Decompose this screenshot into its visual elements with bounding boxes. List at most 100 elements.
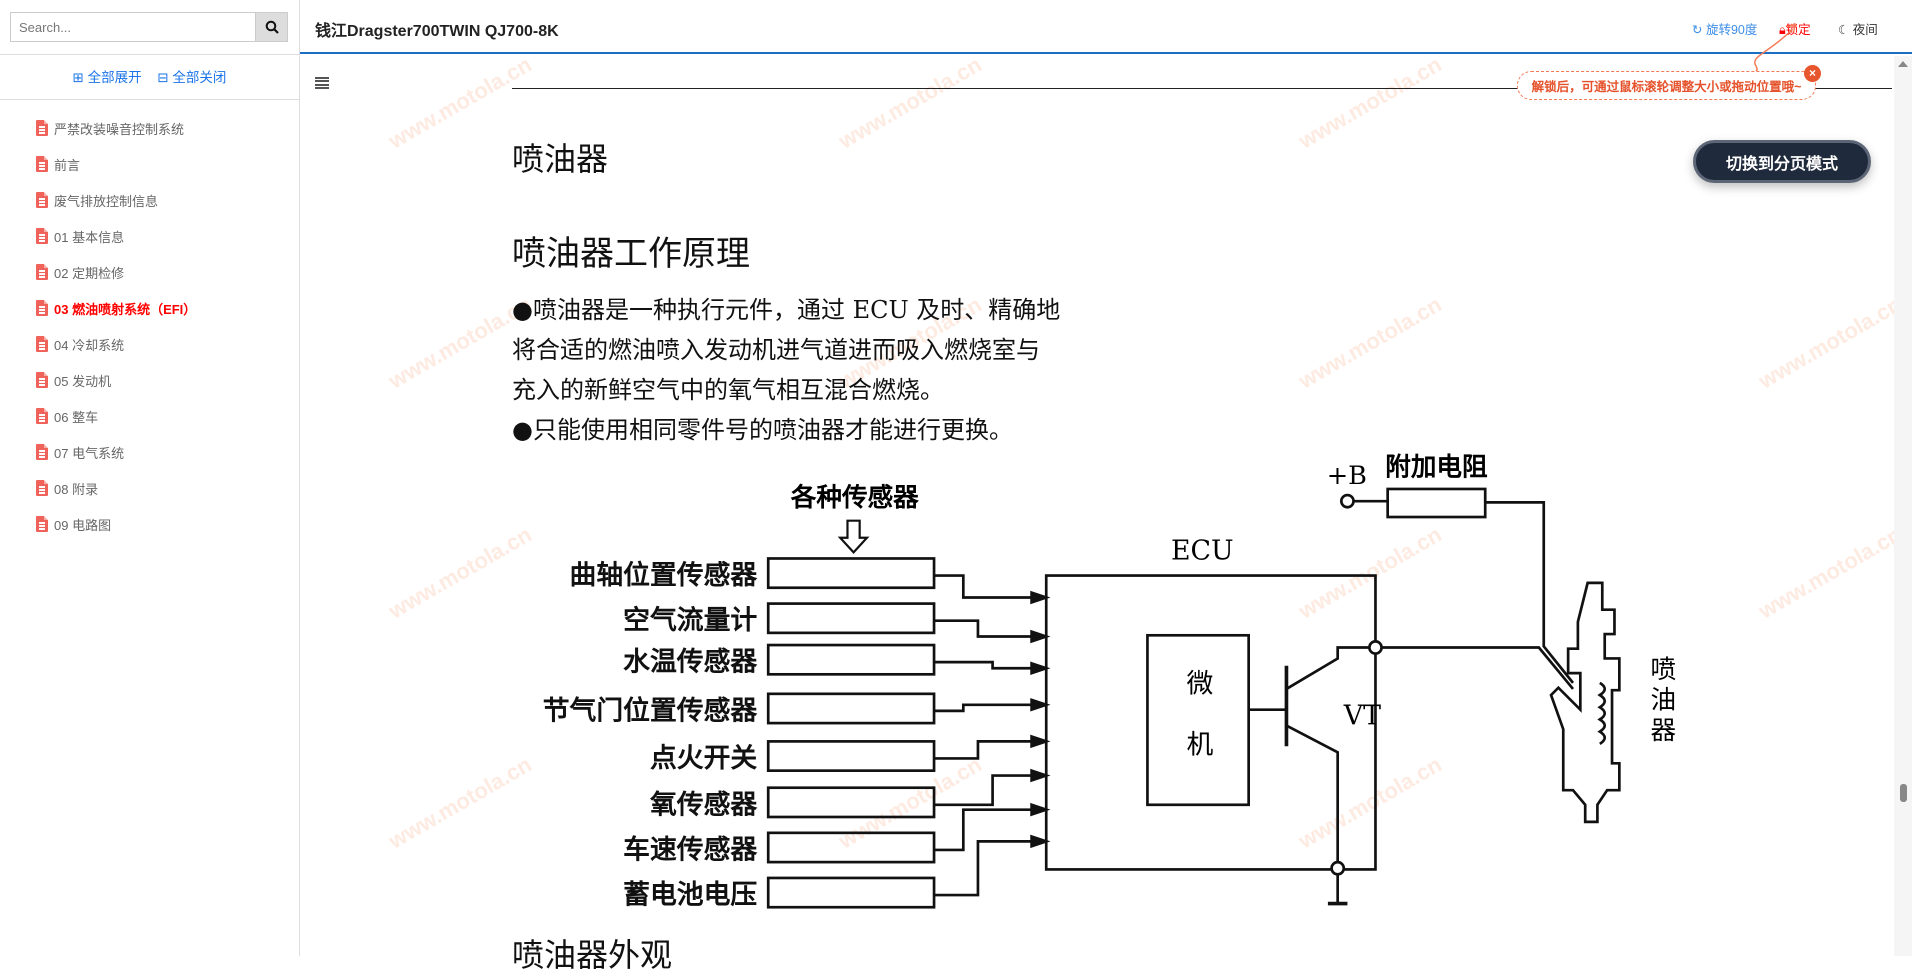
principle-paragraph: ●喷油器是一种执行元件，通过 ECU 及时、精确地 将合适的燃油喷入发动机进气道…: [512, 290, 1060, 450]
night-mode-button[interactable]: ☾ 夜间: [1838, 19, 1878, 38]
night-label: 夜间: [1852, 23, 1878, 37]
document-icon: [36, 480, 48, 496]
injector-circuit-diagram: 曲轴位置传感器空气流量计水温传感器节气门位置传感器点火开关氧传感器车速传感器蓄电…: [543, 23, 1796, 911]
toc-item[interactable]: 09 电路图: [36, 506, 196, 542]
toc-item-label: 09 电路图: [54, 517, 112, 533]
sensor-wire: [934, 808, 1039, 852]
document-icon: [36, 372, 48, 388]
lock-button[interactable]: 🔒︎锁定: [1779, 19, 1811, 38]
switch-page-mode-button[interactable]: 切换到分页模式: [1693, 140, 1871, 183]
sensor-box: [766, 692, 936, 725]
search-box: [10, 12, 288, 42]
sensor-box: [766, 740, 936, 772]
sensor-label: 氧传感器: [649, 788, 757, 820]
sensor-label: 曲轴位置传感器: [570, 559, 758, 591]
sensor-wire: [934, 774, 1039, 807]
paragraph-line: 将合适的燃油喷入发动机进气道进而吸入燃烧室与: [512, 336, 1040, 364]
heading-principle: 喷油器工作原理: [512, 234, 750, 274]
injector-drawing: [1549, 581, 1621, 824]
lock-icon: 🔒︎: [1779, 23, 1786, 37]
toc-item-label: 废气排放控制信息: [54, 193, 159, 209]
rotate-icon: ↻: [1692, 23, 1703, 37]
toc-item-label: 严禁改装噪音控制系统: [54, 121, 185, 137]
search-icon: [265, 20, 279, 34]
document-icon: [36, 156, 48, 172]
search-button[interactable]: [255, 12, 288, 42]
battery-label: +B: [1327, 461, 1367, 491]
signal-arrow: [1030, 768, 1051, 783]
resistor-label: 附加电阻: [1385, 453, 1488, 483]
toc-item-label: 05 发动机: [54, 373, 112, 389]
sensor-label: 点火开关: [650, 743, 757, 774]
paragraph-line: ●只能使用相同零件号的喷油器才能进行更换。: [512, 416, 1013, 444]
sensor-label: 节气门位置传感器: [543, 694, 758, 726]
sensor-box: [766, 831, 936, 864]
sensor-wire: [934, 660, 1039, 670]
toc-item-label: 07 电气系统: [54, 445, 125, 461]
toc-item-label: 04 冷却系统: [54, 337, 125, 353]
document-icon: [36, 228, 48, 244]
sensors-title: 各种传感器: [790, 482, 919, 513]
sensor-box: [766, 876, 936, 909]
signal-arrow: [1030, 629, 1051, 644]
divider: [0, 54, 299, 55]
sensor-wire: [934, 740, 1039, 760]
header: 钱江Dragster700TWIN QJ700-8K: [300, 0, 1912, 54]
scrollbar-thumb[interactable]: [1900, 784, 1907, 802]
sensor-label: 水温传感器: [623, 646, 757, 678]
ecu-box: [1044, 574, 1377, 871]
signal-arrow: [1030, 834, 1051, 849]
moon-icon: ☾: [1838, 23, 1850, 37]
toc-item-label: 06 整车: [54, 409, 99, 425]
toc-item[interactable]: 03 燃油喷射系统（EFI）: [36, 290, 196, 326]
signal-arrow: [1030, 802, 1051, 817]
collapse-all-button[interactable]: ⊟ 全部关闭: [157, 70, 227, 85]
expand-all-button[interactable]: ⊞ 全部展开: [72, 70, 142, 85]
signal-arrow: [1030, 590, 1051, 605]
micro-label: 微: [1186, 669, 1213, 700]
sensor-box: [766, 557, 936, 590]
paragraph-line: 充入的新鲜空气中的氧气相互混合燃烧。: [512, 376, 944, 404]
injector-label: 器: [1650, 716, 1676, 746]
toc-item[interactable]: 前言: [36, 146, 196, 182]
document-icon: [36, 264, 48, 280]
toc-item[interactable]: 废气排放控制信息: [36, 182, 196, 218]
toc-item-label: 前言: [54, 157, 81, 173]
vt-label: VT: [1343, 700, 1381, 731]
toc-item-label: 03 燃油喷射系统（EFI）: [54, 301, 197, 317]
rotate-label: 旋转90度: [1705, 23, 1758, 37]
scrollbar[interactable]: [1894, 56, 1912, 956]
signal-arrow: [1030, 661, 1051, 675]
signal-arrow: [1030, 734, 1051, 749]
close-tooltip-button[interactable]: ×: [1804, 65, 1821, 82]
injector-label: 喷: [1650, 655, 1676, 685]
document-icon: [36, 516, 48, 532]
document-icon: [36, 192, 48, 208]
document-icon: [36, 120, 48, 136]
toc-item[interactable]: 01 基本信息: [36, 218, 196, 254]
down-arrow-icon: [837, 519, 870, 555]
menu-icon[interactable]: [315, 77, 329, 89]
ecu-label: ECU: [1171, 536, 1234, 567]
search-input[interactable]: [10, 12, 255, 42]
toc-item[interactable]: 06 整车: [36, 398, 196, 434]
lock-label: 锁定: [1785, 23, 1811, 37]
sensor-box: [766, 602, 936, 635]
toc-item[interactable]: 04 冷却系统: [36, 326, 196, 362]
sensor-wire: [934, 703, 1039, 713]
toc-item[interactable]: 05 发动机: [36, 362, 196, 398]
rotate-button[interactable]: ↻ 旋转90度: [1692, 19, 1757, 38]
sensor-wire: [934, 840, 1039, 897]
tooltip-text: 解锁后，可通过鼠标滚轮调整大小或拖动位置哦~: [1531, 80, 1802, 94]
toc-item[interactable]: 07 电气系统: [36, 434, 196, 470]
sensor-box: [766, 786, 936, 819]
resistor: [1386, 487, 1487, 519]
paragraph-line: ●喷油器是一种执行元件，通过 ECU 及时、精确地: [512, 296, 1061, 324]
scroll-up-icon[interactable]: [1898, 61, 1908, 67]
toc-item[interactable]: 08 附录: [36, 470, 196, 506]
sensor-label: 蓄电池电压: [623, 880, 757, 911]
toc-item[interactable]: 严禁改装噪音控制系统: [36, 110, 196, 146]
toc-item[interactable]: 02 定期检修: [36, 254, 196, 290]
sensor-wire: [934, 574, 1039, 599]
micro-label: 机: [1186, 730, 1213, 761]
